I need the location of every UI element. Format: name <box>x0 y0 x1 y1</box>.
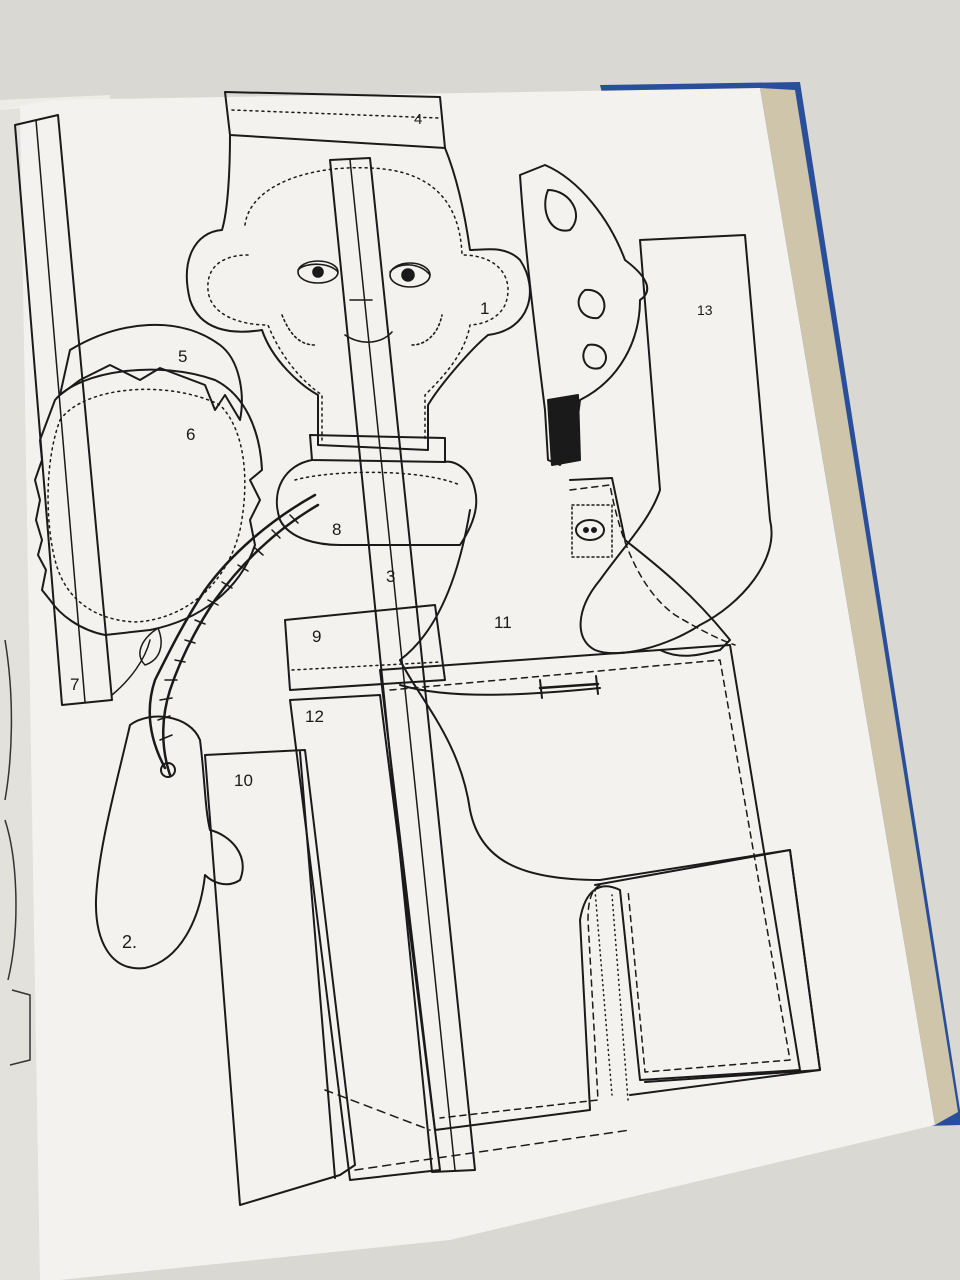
piece-7-center-line <box>35 119 86 703</box>
piece-11-seam <box>389 659 791 1119</box>
rope-twist <box>157 514 299 741</box>
label-9: 9 <box>312 627 321 646</box>
label-3: 3 <box>386 567 395 586</box>
gutter-shadow <box>0 108 40 1280</box>
label-8: 8 <box>332 520 341 539</box>
piece-11-outline <box>379 644 801 1131</box>
piece-8-seam <box>294 471 461 486</box>
piece-5-outline <box>59 323 243 421</box>
label-12: 12 <box>305 707 324 726</box>
piece-4-seam <box>231 109 439 119</box>
piece-2-outline <box>94 715 244 970</box>
rope <box>148 493 320 777</box>
left-page-fragments <box>4 639 31 1066</box>
pocket-piece <box>569 477 731 657</box>
piece-1-head-outline <box>185 134 531 451</box>
pattern-drawing <box>14 91 821 1206</box>
piece-9-seam <box>291 661 441 671</box>
piece-6-seam <box>47 388 246 623</box>
brush-piece-outline <box>519 164 649 466</box>
piece-10-inner <box>299 751 336 1179</box>
page-edges <box>760 88 958 1125</box>
piece-7-outline <box>14 114 113 706</box>
brush-bristles <box>547 394 581 466</box>
pattern-labels: 1 2. 3 4 5 6 7 8 9 10 11 12 13 <box>70 111 713 952</box>
piece-13-seam <box>569 484 736 646</box>
piece-10-outline <box>204 749 356 1206</box>
label-4: 4 <box>414 111 422 128</box>
piece-11-dots <box>594 889 629 1101</box>
label-13: 13 <box>697 302 713 318</box>
piece-1-head-seam <box>207 166 509 441</box>
bottom-dashed <box>324 1089 631 1171</box>
piece-8-outline <box>275 459 478 546</box>
button-tab <box>571 504 613 558</box>
piece-13-outline <box>579 234 773 655</box>
label-1: 1 <box>480 299 489 318</box>
label-5: 5 <box>178 347 187 366</box>
pants-curve <box>399 509 821 1096</box>
pants-rect <box>594 849 821 1083</box>
brush-holes <box>544 189 607 370</box>
piece-12-outline <box>289 694 441 1181</box>
mitten-hole <box>160 762 176 778</box>
button <box>575 519 605 541</box>
label-2: 2. <box>122 932 137 952</box>
label-10: 10 <box>234 771 253 790</box>
piece-6-outline <box>34 368 263 636</box>
label-7: 7 <box>70 675 79 694</box>
right-page <box>0 88 935 1280</box>
piece-9-outline <box>284 604 446 691</box>
label-6: 6 <box>186 425 195 444</box>
rope-loop <box>111 627 162 696</box>
label-11: 11 <box>494 613 512 632</box>
piece-11-waist-mark <box>399 684 601 696</box>
